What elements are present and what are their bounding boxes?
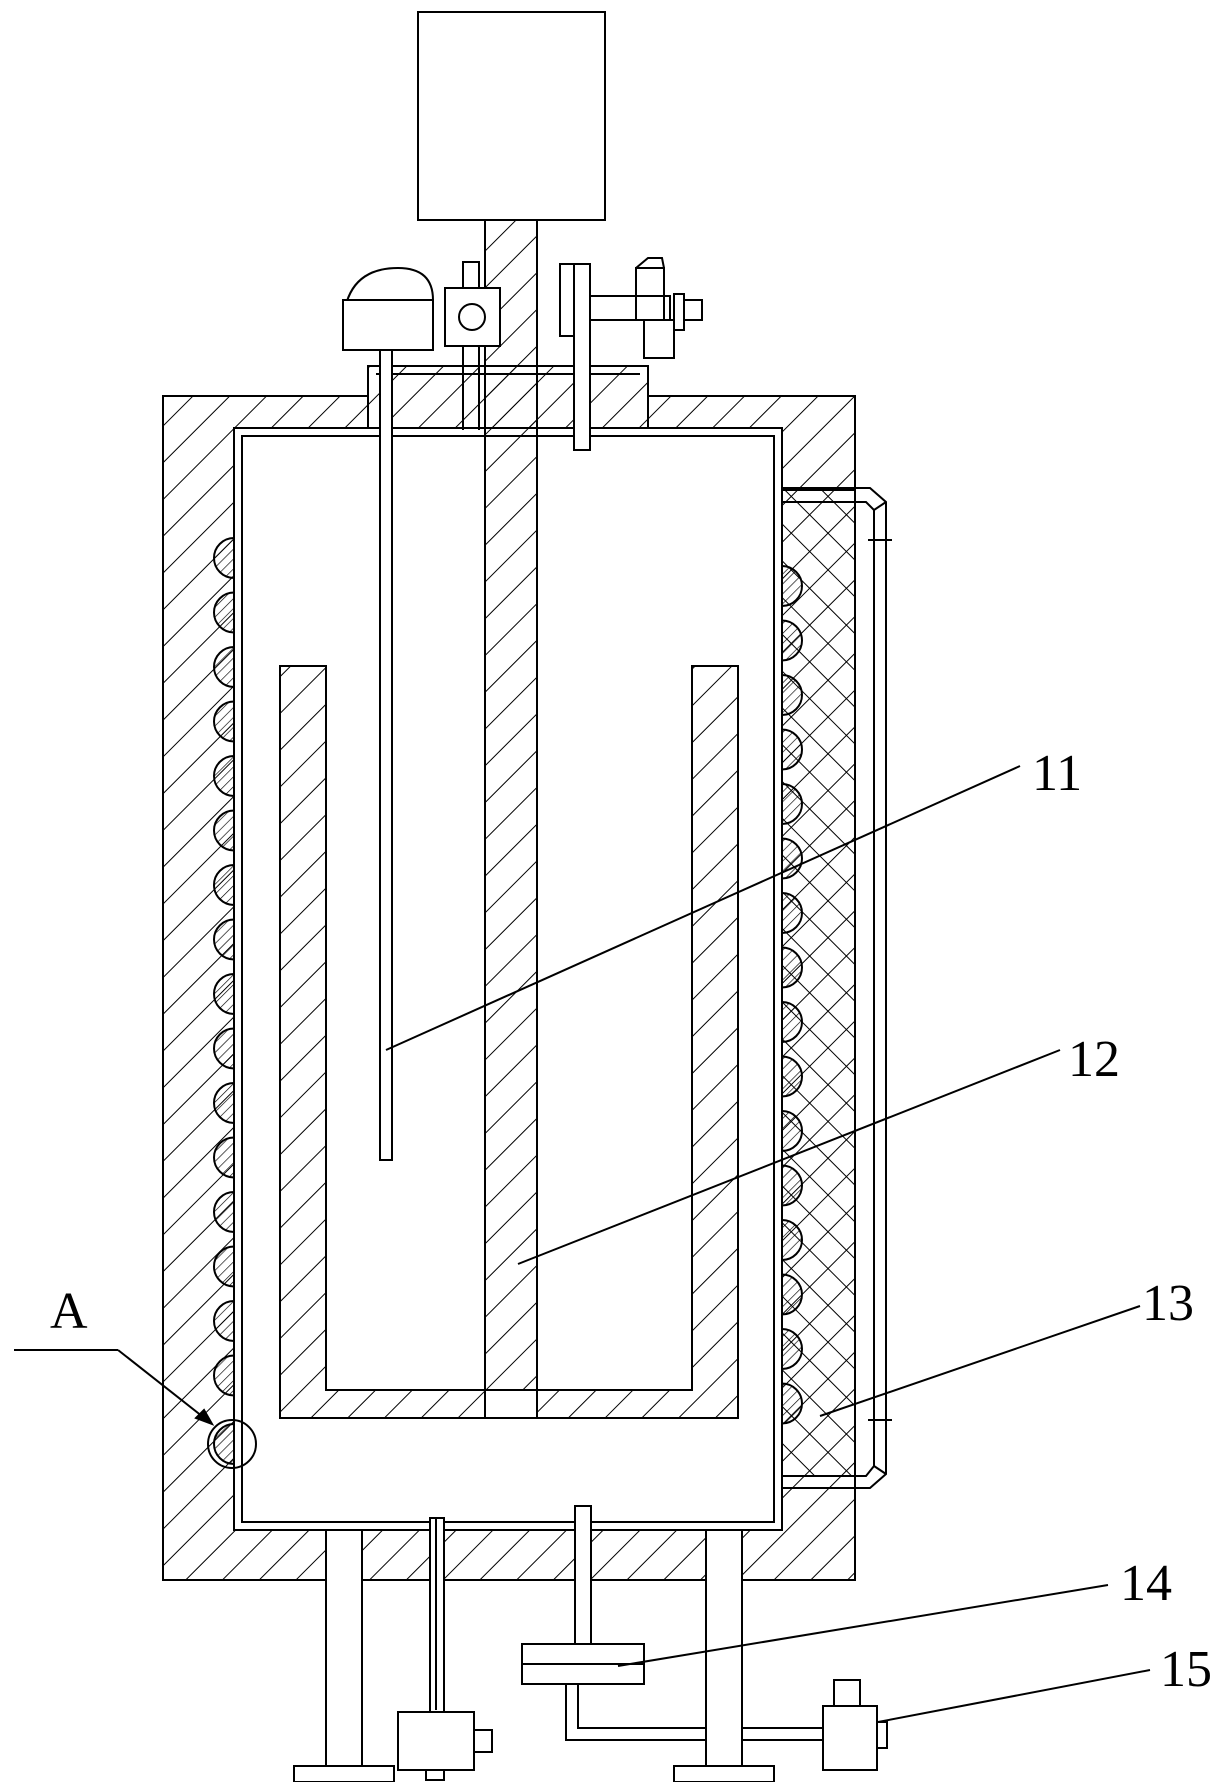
coil-right	[781, 1382, 803, 1425]
pump-15	[822, 1705, 878, 1771]
coil-left	[213, 754, 235, 798]
coil-left	[213, 1299, 235, 1343]
coil-right	[781, 1218, 803, 1262]
coil-right	[781, 673, 803, 717]
motor	[417, 11, 606, 221]
coil-right	[781, 1000, 803, 1044]
coil-right	[781, 1273, 803, 1316]
coil-left	[213, 1422, 235, 1466]
coil-left	[213, 809, 235, 852]
coil-right	[781, 782, 803, 826]
leader-14	[617, 1584, 1109, 1667]
coil-right	[781, 619, 803, 662]
coil-left	[213, 1136, 235, 1179]
coil-left	[213, 1027, 235, 1070]
coil-left	[213, 1081, 235, 1125]
coil-left	[213, 863, 235, 907]
circulation-pipe	[782, 487, 887, 1489]
label-11: 11	[1032, 745, 1082, 802]
coil-right	[781, 946, 803, 989]
label-a: A	[50, 1283, 88, 1340]
coil-right	[781, 1055, 803, 1098]
leader-13	[819, 1305, 1141, 1417]
leader-12	[517, 1049, 1061, 1265]
leader-15	[877, 1669, 1151, 1723]
leg-left	[325, 1529, 363, 1767]
coil-left	[213, 591, 235, 634]
coil-right	[781, 1109, 803, 1153]
leader-11	[385, 765, 1021, 1051]
top-valve	[444, 261, 501, 430]
detail-circle-a	[207, 1419, 257, 1469]
bottom-valve-left	[397, 1711, 475, 1771]
coil-left	[213, 536, 235, 580]
coil-left	[213, 700, 235, 743]
coil-right	[781, 1327, 803, 1371]
coil-right	[781, 891, 803, 935]
bottom-pipe-right	[574, 1505, 592, 1645]
coil-left	[213, 1190, 235, 1234]
coil-left	[213, 1354, 235, 1397]
temperature-probe	[342, 266, 434, 1161]
label-12: 12	[1068, 1031, 1120, 1088]
coil-left	[213, 918, 235, 961]
coil-left	[213, 1245, 235, 1288]
label-13: 13	[1142, 1275, 1194, 1332]
label-15: 15	[1160, 1641, 1212, 1698]
coil-right	[781, 837, 803, 880]
stirring-shaft	[484, 219, 538, 1391]
coil-right	[781, 564, 803, 608]
label-14: 14	[1120, 1555, 1172, 1612]
coil-left	[213, 972, 235, 1016]
feed-valve	[559, 257, 703, 451]
coil-left	[213, 645, 235, 689]
coil-right	[781, 728, 803, 771]
heating-coils	[213, 536, 803, 1466]
coil-right	[781, 1164, 803, 1207]
